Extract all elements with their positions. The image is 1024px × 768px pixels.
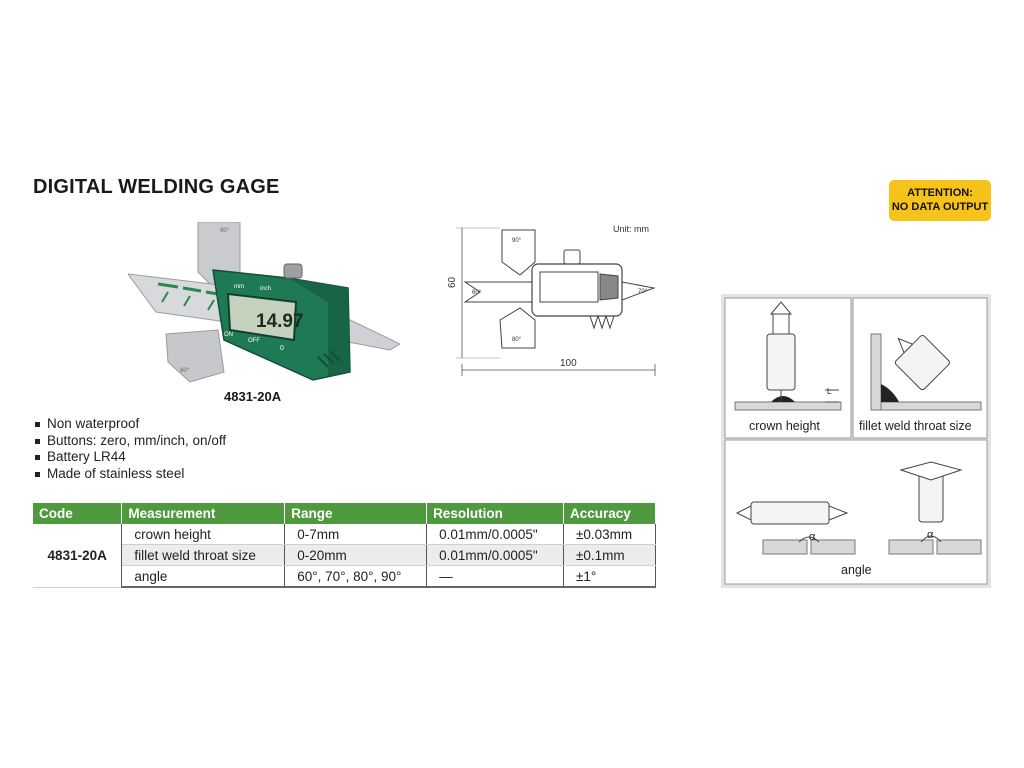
feature-item: Buttons: zero, mm/inch, on/off	[33, 433, 226, 450]
alpha-label-left: α	[809, 531, 816, 543]
header-accuracy: Accuracy	[563, 503, 656, 524]
measurement-cell: fillet weld throat size	[121, 544, 286, 566]
table-row: angle 60°, 70°, 80°, 90° — ±1°	[33, 565, 656, 588]
product-model: 4831-20A	[224, 389, 282, 404]
zero-label: 0	[280, 345, 284, 352]
angle-label: angle	[841, 563, 872, 577]
lcd-value: 14.97	[256, 311, 304, 332]
attention-badge: ATTENTION: NO DATA OUTPUT	[889, 180, 991, 221]
accuracy-cell: ±1°	[563, 565, 656, 588]
resolution-cell: 0.01mm/0.0005"	[426, 524, 564, 545]
angle-right: 70°	[638, 289, 648, 295]
table-header-row: Code Measurement Range Resolution Accura…	[33, 503, 656, 524]
crown-height-label: crown height	[749, 419, 820, 433]
header-measurement: Measurement	[121, 503, 286, 524]
code-cell: 4831-20A	[33, 524, 123, 588]
blade-angle-top: 90°	[220, 228, 230, 234]
technical-drawing: Unit: mm 60 100 90° 60° 70° 80°	[440, 220, 665, 380]
page-title: DIGITAL WELDING GAGE	[33, 176, 280, 198]
fillet-weld-label: fillet weld throat size	[859, 419, 972, 433]
resolution-cell: 0.01mm/0.0005"	[426, 544, 564, 566]
width-dimension: 100	[560, 358, 577, 369]
attention-label: ATTENTION:	[907, 187, 973, 199]
feature-item: Non waterproof	[33, 416, 226, 433]
range-cell: 0-20mm	[284, 544, 428, 566]
table-row: 4831-20A crown height 0-7mm 0.01mm/0.000…	[33, 524, 656, 588]
resolution-cell: —	[426, 565, 564, 588]
dimension-l-label: L	[827, 387, 832, 396]
range-cell: 60°, 70°, 80°, 90°	[284, 565, 428, 588]
measurement-cell: angle	[121, 565, 286, 588]
height-dimension: 60	[447, 276, 458, 288]
feature-list: Non waterproof Buttons: zero, mm/inch, o…	[33, 416, 226, 482]
accuracy-cell: ±0.03mm	[563, 524, 656, 545]
angle-bottom: 80°	[512, 337, 522, 343]
measurement-cell: crown height	[121, 524, 286, 545]
attention-text: NO DATA OUTPUT	[891, 201, 989, 213]
mm-label: mm	[234, 284, 244, 290]
product-photo: 14.97 mm inch ON OFF 0 90° 80°	[126, 221, 402, 392]
range-cell: 0-7mm	[284, 524, 428, 545]
alpha-label-right: α	[927, 529, 934, 541]
feature-item: Made of stainless steel	[33, 466, 226, 483]
header-code: Code	[33, 503, 123, 524]
header-range: Range	[284, 503, 428, 524]
off-label: OFF	[248, 338, 260, 344]
spec-table: Code Measurement Range Resolution Accura…	[33, 503, 656, 588]
accuracy-cell: ±0.1mm	[563, 544, 656, 566]
blade-angle-bottom: 80°	[180, 368, 190, 374]
angle-top: 90°	[512, 238, 522, 244]
header-resolution: Resolution	[426, 503, 564, 524]
angle-left: 60°	[472, 290, 482, 296]
unit-label: Unit: mm	[613, 224, 649, 234]
on-label: ON	[224, 332, 233, 338]
table-row: fillet weld throat size 0-20mm 0.01mm/0.…	[33, 544, 656, 566]
usage-diagram: L crown height fillet weld throat size α…	[721, 294, 991, 588]
feature-item: Battery LR44	[33, 449, 226, 466]
inch-label: inch	[260, 286, 271, 292]
